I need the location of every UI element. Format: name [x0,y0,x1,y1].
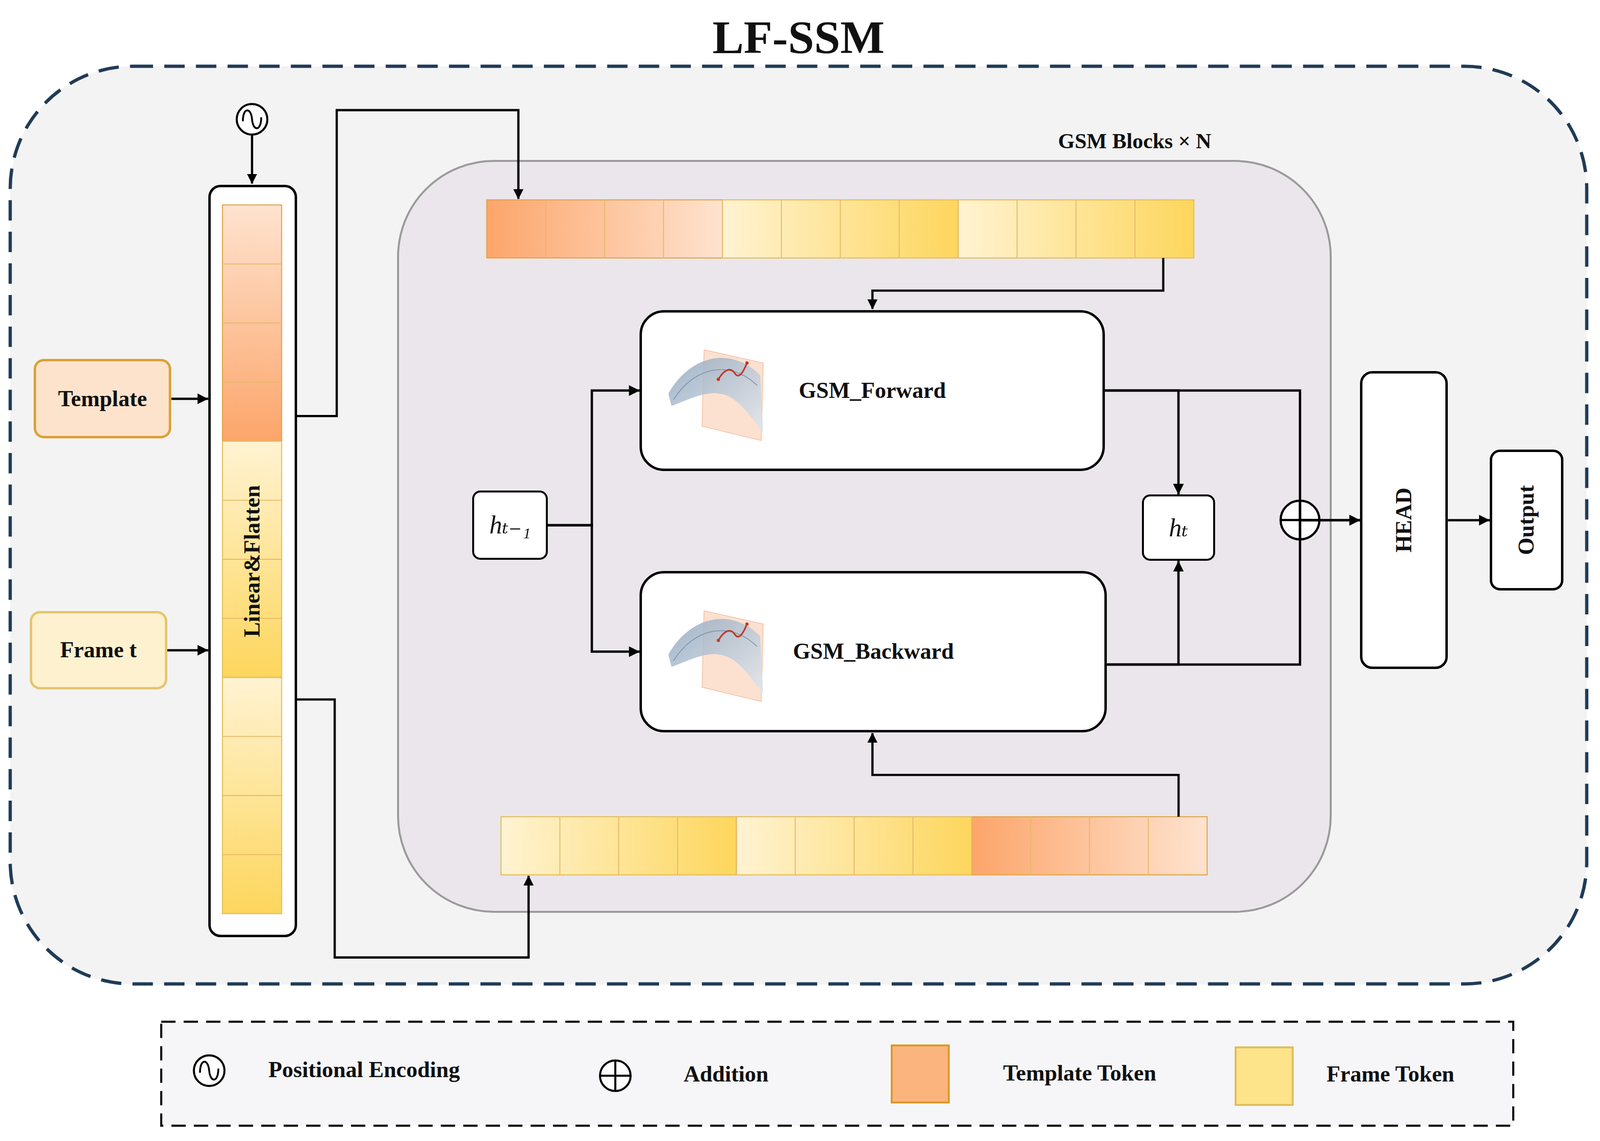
input-label: Frame t [60,638,137,663]
module-label: HEAD [1391,487,1417,553]
legend-frame [161,1021,1514,1126]
legend-sample [193,1055,225,1087]
legend-label: Template Token [1002,1061,1157,1087]
dashed-border [10,66,1587,985]
state-label: hₜ [1168,514,1188,543]
legend-swatch [890,1044,950,1104]
process-box: GSM_Backward [639,571,1107,733]
input-label: Template [58,386,147,412]
legend-label: Positional Encoding [268,1058,460,1083]
state-label: hₜ₋₁ [489,511,531,540]
state-box: hₜ₋₁ [472,490,548,560]
module-label: Output [1514,485,1540,556]
legend-sample [600,1060,631,1092]
module-label: GSM_Forward [799,378,947,404]
legend-label: Addition [683,1062,769,1088]
input-box: Frame t [29,611,168,690]
state-box: hₜ [1141,494,1216,561]
legend-label: Frame Token [1326,1062,1455,1088]
output-box: Output [1489,449,1564,591]
legend-swatch [1234,1046,1294,1106]
head-box: HEAD [1360,371,1448,670]
diagram-title: LF-SSM [10,14,1587,61]
outer-frame: TemplateFrame t Linear&Flatten GSM_Forward… [10,66,1587,985]
module-label: GSM_Backward [793,639,955,665]
input-box: Template [33,359,172,439]
embedding-column: Linear&Flatten [208,184,298,939]
layer-label: Linear&Flatten [240,485,265,638]
group-heading: GSM Blocks × N [1058,130,1293,153]
process-box: GSM_Forward [639,310,1105,472]
block-group: GSM_Forwardhₜ₋₁hₜGSM_BackwardGSM Blocks … [397,160,1332,914]
